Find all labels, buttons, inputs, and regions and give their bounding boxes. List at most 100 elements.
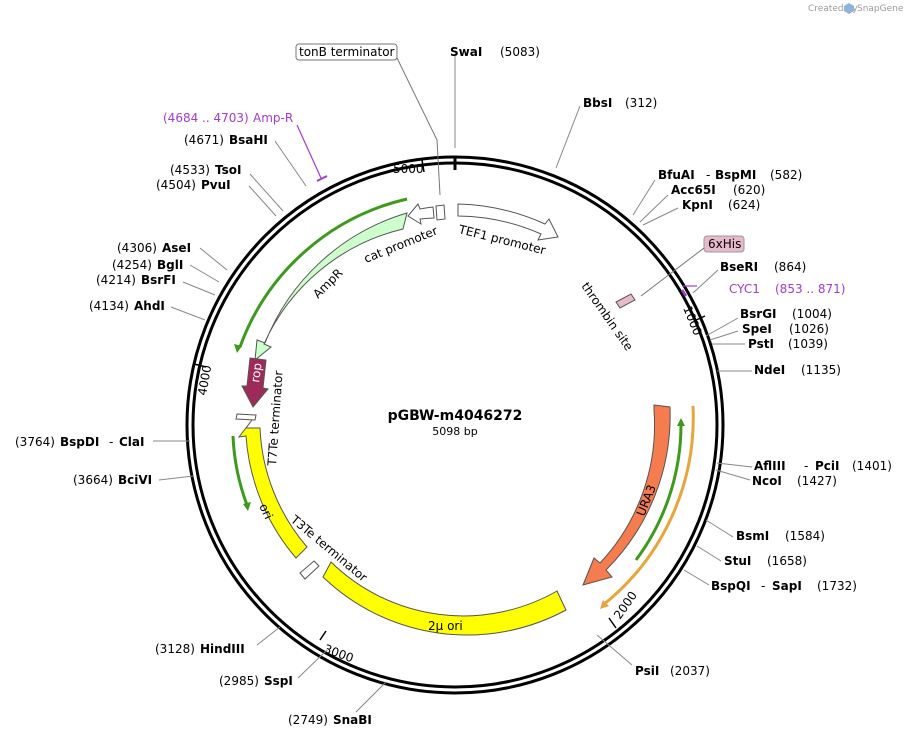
site-bspqi-sep: - <box>761 579 765 593</box>
site-bseri-name: BseRI <box>720 260 758 274</box>
site-kpni-pos: (624) <box>728 198 760 212</box>
t3te-terminator-box[interactable] <box>299 560 320 580</box>
t7te-terminator-label: T7Te terminator <box>265 370 286 467</box>
site-ahdi-name: AhdI <box>134 299 165 313</box>
site-asei-name: AseI <box>162 241 191 255</box>
tonb-terminator-tag <box>295 43 398 61</box>
ura3-arrow[interactable] <box>582 404 671 586</box>
tick-label-4000: 4000 <box>195 364 214 397</box>
site-psii-name: PsiI <box>635 664 659 678</box>
site-hindiii-pos: (3128) <box>155 642 195 656</box>
site-ndei-name: NdeI <box>754 363 785 377</box>
site-bspqi-name: BspQI <box>711 579 751 593</box>
site-ncoi-name: NcoI <box>752 474 782 488</box>
tonb-terminator-label: tonB terminator <box>299 45 395 59</box>
site-sapi-name: SapI <box>772 579 802 593</box>
site-spei-pos: (1026) <box>789 322 829 336</box>
tick-label-1000: 1000 <box>680 304 704 338</box>
site-pcii-name: PciI <box>815 459 840 473</box>
site-afliii-pos: (1401) <box>852 459 892 473</box>
site-bsmi-name: BsmI <box>736 529 769 543</box>
site-pvui-name: PvuI <box>201 178 231 192</box>
site-bbsi-pos: (312) <box>625 96 657 110</box>
tick-1000 <box>693 315 706 322</box>
thrombin-site-label: thrombin site <box>579 280 636 354</box>
site-acc65i-pos: (620) <box>733 183 765 197</box>
his6-label: 6xHis <box>708 237 741 251</box>
site-leaders <box>153 56 753 713</box>
ura3-orf-line-green <box>634 424 683 561</box>
site-bsrfi-name: BsrFI <box>141 273 176 287</box>
site-hindiii-name: HindIII <box>200 642 245 656</box>
tick-label-5000: 5000 <box>393 162 424 176</box>
site-bspdi-name: BspDI <box>60 435 99 449</box>
site-swai-name: SwaI <box>450 45 482 59</box>
site-bcivi-pos: (3664) <box>73 473 113 487</box>
snapgene-logo-icon <box>844 3 854 14</box>
tef1-promoter-arrow[interactable] <box>457 203 559 241</box>
tick-3000 <box>319 630 327 641</box>
site-bcivi-name: BciVI <box>118 473 152 487</box>
two-mu-ori-label: 2μ ori <box>428 619 463 633</box>
credit-created-by: Created by <box>808 4 858 14</box>
site-bsahi-name: BsaHI <box>229 133 268 147</box>
primer-ampr-name: Amp-R <box>253 111 293 125</box>
site-tsoi-pos: (4533) <box>170 163 210 177</box>
tick-marks <box>193 158 706 641</box>
site-psii-pos: (2037) <box>670 664 710 678</box>
cat-promoter-arrow[interactable] <box>407 203 435 226</box>
his6-tag[interactable] <box>703 235 745 253</box>
site-psti-pos: (1039) <box>788 337 828 351</box>
ura3-orf-line-orange <box>602 405 695 607</box>
two-mu-ori-band[interactable] <box>322 561 567 636</box>
site-afliii-name: AflIII <box>754 459 786 473</box>
site-bsmi-pos: (1584) <box>785 529 825 543</box>
site-psti-name: PstI <box>748 337 774 351</box>
ampr-orf-line <box>238 197 408 348</box>
site-bbsi-name: BbsI <box>583 96 612 110</box>
site-afliii-sep: - <box>804 459 808 473</box>
ori-label: ori <box>256 501 275 521</box>
site-bsahi-pos: (4671) <box>184 133 224 147</box>
site-clai-name: ClaI <box>119 435 144 449</box>
primer-cyc1-name: CYC1 <box>729 282 760 296</box>
t7te-terminator-box[interactable] <box>235 413 257 421</box>
ori-arrow[interactable] <box>237 419 308 559</box>
site-bfuai-pos: (582) <box>770 168 802 182</box>
site-bgli-name: BglI <box>157 258 183 272</box>
site-ahdi-pos: (4134) <box>89 299 129 313</box>
rop-arrow[interactable] <box>241 357 269 408</box>
site-bfuai-sep: - <box>706 168 710 182</box>
primer-ampr-range: (4684 .. 4703) <box>163 111 249 125</box>
credit-brand: SnapGene <box>857 4 904 14</box>
site-bsrfi-pos: (4214) <box>96 273 136 287</box>
site-spei-name: SpeI <box>742 322 772 336</box>
thrombin-site-box[interactable] <box>615 293 636 309</box>
primer-ampr[interactable]: (4684 .. 4703) Amp-R <box>163 111 328 182</box>
plasmid-name: pGBW-m4046272 <box>388 408 523 424</box>
site-bseri-pos: (864) <box>774 260 806 274</box>
site-acc65i-name: Acc65I <box>671 183 716 197</box>
tonb-terminator-box[interactable] <box>435 204 446 221</box>
site-stui-name: StuI <box>724 554 751 568</box>
primer-cyc1-range: (853 .. 871) <box>775 282 845 296</box>
site-ndei-pos: (1135) <box>801 363 841 377</box>
site-snabi-pos: (2749) <box>288 713 328 727</box>
site-sspi-pos: (2985) <box>219 674 259 688</box>
tick-4000 <box>193 363 207 368</box>
tonb-leader <box>396 57 438 141</box>
site-stui-pos: (1658) <box>767 554 807 568</box>
site-kpni-name: KpnI <box>682 198 713 212</box>
his6-leader <box>640 247 705 297</box>
site-bgli-pos: (4254) <box>112 258 152 272</box>
site-ncoi-pos: (1427) <box>797 474 837 488</box>
ura3-label: URA3 <box>634 483 659 518</box>
tick-2000 <box>608 617 617 629</box>
site-bsrgi-name: BsrGI <box>740 307 777 321</box>
site-bspqi-pos: (1732) <box>817 579 857 593</box>
rop-label: rop <box>248 362 265 383</box>
site-swai-pos: (5083) <box>500 45 540 59</box>
plasmid-size: 5098 bp <box>432 425 477 438</box>
primer-cyc1[interactable]: CYC1 (853 .. 871) <box>680 282 845 297</box>
